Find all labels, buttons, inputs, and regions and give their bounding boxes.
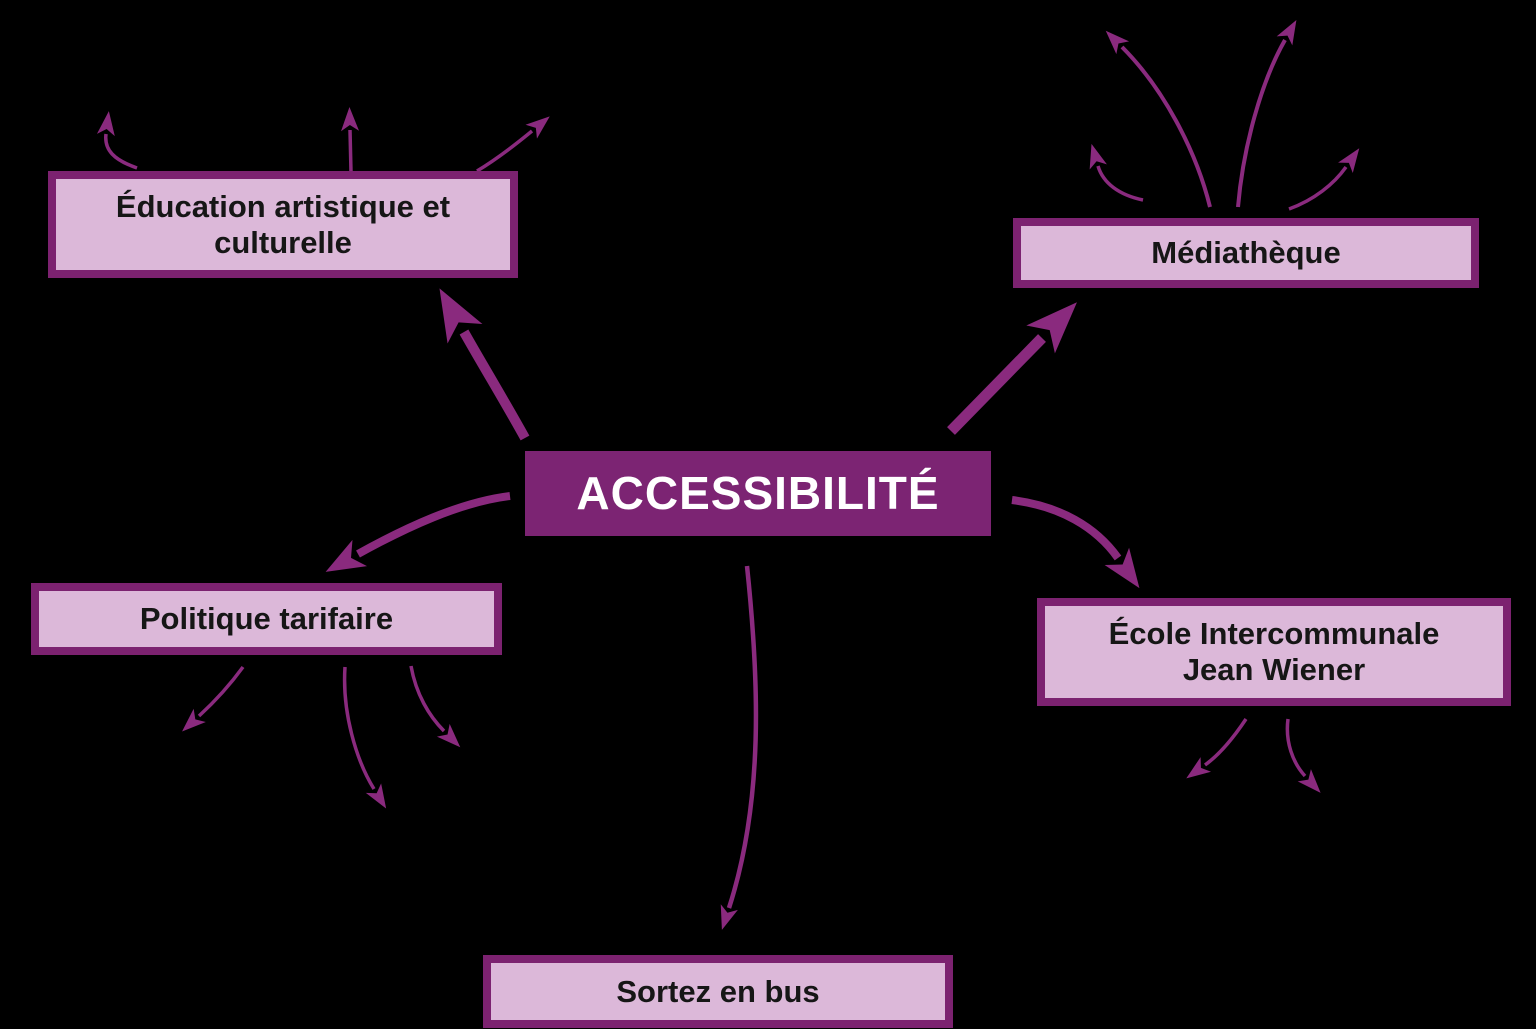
arrow-mediatheque-branch-4 bbox=[1288, 148, 1360, 211]
arrow-politique-branch-3 bbox=[409, 665, 461, 748]
node-sortez-en-bus: Sortez en bus bbox=[483, 955, 953, 1028]
node-center-accessibilite: ACCESSIBILITÉ bbox=[525, 451, 991, 536]
arrow-mediatheque-branch-3 bbox=[1089, 143, 1144, 202]
arrow-ecole-branch-2 bbox=[1285, 718, 1321, 793]
node-politique-tarifaire: Politique tarifaire bbox=[31, 583, 502, 655]
arrow-center-to-mediatheque bbox=[947, 302, 1077, 435]
node-mediatheque: Médiathèque bbox=[1013, 218, 1479, 288]
arrow-mediatheque-branch-1 bbox=[1105, 30, 1212, 208]
arrow-education-branch-1 bbox=[96, 111, 138, 170]
arrow-center-to-sortez bbox=[720, 565, 759, 930]
arrow-politique-branch-1 bbox=[182, 665, 245, 732]
arrow-mediatheque-branch-2 bbox=[1236, 20, 1297, 208]
arrow-education-branch-2 bbox=[341, 107, 360, 173]
node-ecole-intercommunale: École Intercommunale Jean Wiener bbox=[1037, 598, 1511, 706]
node-education-artistique: Éducation artistique et culturelle bbox=[48, 171, 518, 278]
arrow-center-to-politique bbox=[325, 492, 511, 572]
arrow-education-branch-3 bbox=[476, 116, 550, 173]
arrow-politique-branch-2 bbox=[342, 666, 387, 809]
arrow-ecole-branch-1 bbox=[1186, 718, 1248, 779]
arrow-center-to-education bbox=[439, 288, 530, 441]
arrow-center-to-ecole bbox=[1011, 496, 1140, 589]
